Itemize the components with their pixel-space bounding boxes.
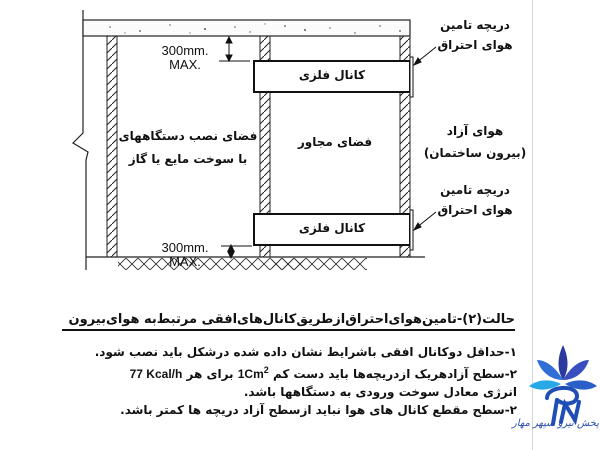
outdoor-air-label-line1: هوای آزاد — [446, 124, 504, 138]
appliance-space-label-line2: با سوخت مایع یا گاز — [128, 152, 248, 166]
outdoor-air-label-line2: (بیرون ساختمان) — [423, 146, 527, 160]
note-3: ۲-سطح مقطع کانال های هوا نباید ازسطح آزا… — [120, 403, 517, 417]
louver-top-label-line2: هوای احتراق — [437, 38, 513, 52]
note-2-text-a: ۲-سطح آزادهریک ازدریچه‌ها باید دست کم — [268, 367, 517, 381]
unit-superscript: 2 — [263, 365, 269, 375]
logo-wordmark: پخش نیرو سپهر مهار — [511, 418, 599, 429]
dimension-bottom — [221, 243, 252, 260]
roof-slab — [82, 19, 411, 37]
louver-top-label-line1: دریچه تامین — [440, 18, 510, 32]
left-building-edge — [72, 10, 89, 270]
leader-arrow-top — [412, 46, 437, 67]
adjacent-space-label: فضای مجاور — [297, 135, 373, 149]
note-2: ۲-سطح آزادهریک ازدریچه‌ها باید دست کم 1C… — [62, 361, 517, 383]
earth-fill — [118, 258, 303, 270]
company-logo — [529, 345, 597, 426]
area-unit: 1Cm — [237, 367, 264, 381]
dimension-value: 300mm. — [161, 43, 209, 58]
dimension-top-label: 300mm. MAX. — [150, 44, 220, 72]
duct-bottom — [253, 209, 414, 251]
dimension-qualifier: MAX. — [169, 254, 201, 269]
note-2-continued: انرژی معادل سوخت ورودی به دستگاهها باشد. — [243, 385, 517, 399]
dimension-value: 300mm. — [161, 240, 209, 255]
duct-bottom-label: کانال فلزی — [298, 221, 366, 235]
appliance-space-label-line1: فضای نصب دستگاههای — [118, 129, 258, 143]
dimension-top — [219, 35, 250, 63]
figure-caption: حالت(۲)-تامین‌هوای‌احتراق‌از‌طریق‌کانال‌… — [62, 312, 515, 331]
note-2-rate: 77 Kcal/h — [129, 367, 183, 381]
louver-bottom-label-line2: هوای احتراق — [437, 203, 513, 217]
wall-left — [106, 35, 118, 258]
earth-fill-2 — [272, 258, 367, 270]
louver-bottom-label-line1: دریچه تامین — [440, 183, 510, 197]
note-2-unit: 1Cm2 — [237, 365, 269, 381]
letters-pn-icon — [545, 386, 581, 426]
note-2-text-b: برای هر — [182, 367, 238, 381]
dimension-qualifier: MAX. — [169, 57, 201, 72]
lotus-icon — [529, 345, 597, 390]
combustion-air-diagram — [72, 10, 437, 270]
duct-top-label: کانال فلزی — [298, 68, 366, 82]
dimension-bottom-label: 300mm. MAX. — [150, 241, 220, 269]
leader-arrow-bottom — [412, 211, 437, 232]
duct-top — [253, 56, 414, 98]
page-separator — [532, 0, 533, 450]
notes-list: ۱-حداقل دوکانال افقی باشرایط نشان داده ش… — [62, 343, 517, 419]
note-1: ۱-حداقل دوکانال افقی باشرایط نشان داده ش… — [94, 345, 517, 359]
